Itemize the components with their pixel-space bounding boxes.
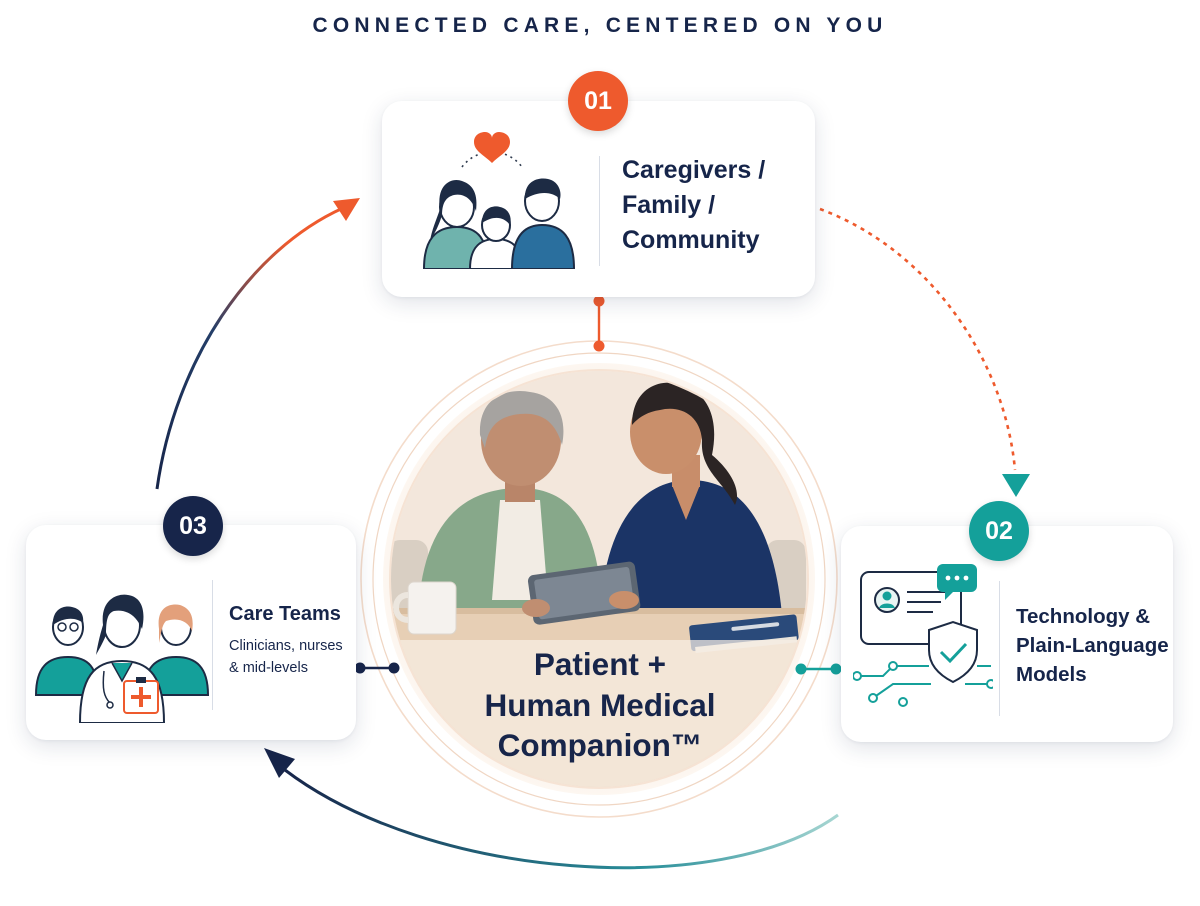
care-team-icon [34,594,210,723]
card-divider [212,580,213,710]
arrow-caregivers-to-technology [819,207,1017,471]
arrowhead-to-technology [1002,474,1030,497]
center-caption: Patient + Human Medical Companion™ [484,646,716,763]
arrow-care-teams-to-caregivers [155,206,344,490]
arrow-technology-to-care-teams [284,768,839,870]
step-badge-02: 02 [969,501,1029,561]
node-title: Technology & Plain-Language Models [1016,605,1169,686]
technology-shield-icon [853,564,993,707]
arrowhead-to-care-teams [264,748,295,778]
node-title: Caregivers / Family / Community [622,156,766,254]
page-title: CONNECTED CARE, CENTERED ON YOU [312,14,888,37]
card-divider [599,156,600,266]
card-technology: Technology & Plain-Language Models [841,526,1173,742]
card-divider [999,581,1000,716]
card-caregivers: Caregivers / Family / Community [382,101,815,297]
family-heart-icon [422,132,576,269]
node-title: Care Teams [229,603,341,625]
step-badge-03: 03 [163,496,223,556]
arrowhead-to-caregivers [333,198,360,221]
card-care-teams: Care Teams Clinicians, nurses & mid-leve… [26,525,356,740]
node-subtitle: Clinicians, nurses & mid-levels [229,638,343,676]
step-badge-01: 01 [568,71,628,131]
middle-ring [372,352,826,806]
